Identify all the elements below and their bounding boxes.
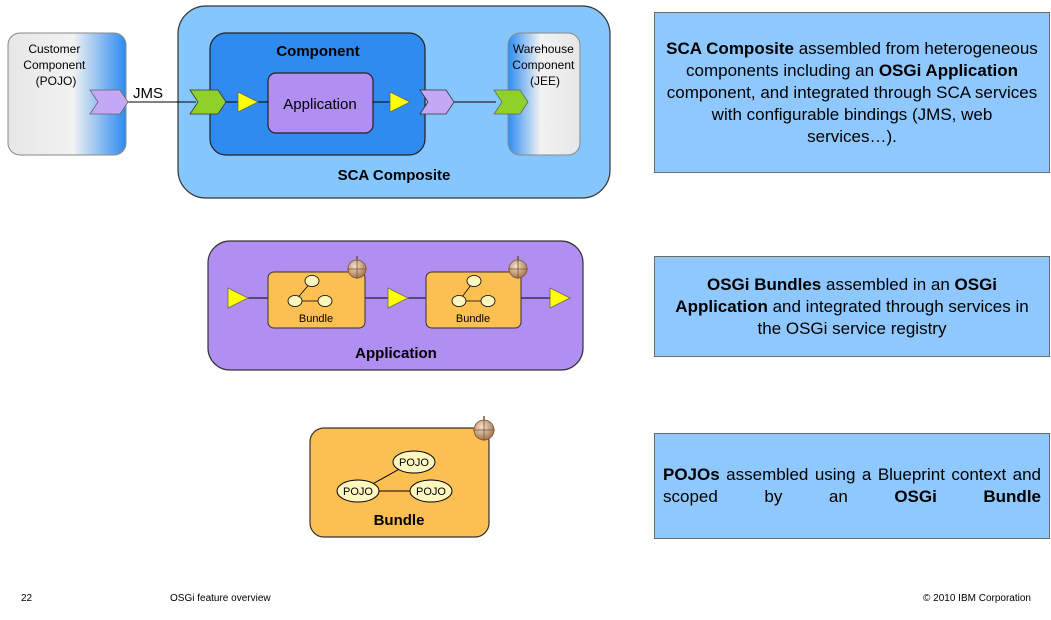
app-output-arrow (549, 287, 571, 309)
callout-text-segment: and integrated through services in the O… (757, 296, 1029, 338)
customer-line-2: Component (23, 58, 86, 72)
app-middle-arrow (387, 287, 409, 309)
application-title: Application (355, 345, 437, 362)
callout-osgi-application-text: OSGi Bundles assembled in an OSGi Applic… (665, 274, 1039, 340)
callout-bold-term: OSGi Application (675, 274, 998, 316)
customer-line-3: (POJO) (36, 74, 77, 88)
customer-reference-chevron (89, 89, 129, 115)
warehouse-service-chevron (493, 89, 529, 115)
application-inner-box (267, 72, 374, 134)
warehouse-component-label: Warehouse Component (JEE) (512, 42, 577, 88)
application-inner-label: Application (283, 96, 356, 113)
callout-bold-term: OSGi Bundle (894, 487, 1041, 506)
customer-component-box (7, 32, 127, 156)
warehouse-line-2: Component (512, 58, 575, 72)
bundle-1-label: Bundle (299, 313, 333, 325)
sca-composite-label: SCA Composite (338, 167, 451, 184)
pojo-node-left-shape (336, 479, 380, 503)
big-bundle-globe-icon (473, 416, 495, 441)
callout-text-segment: component, and integrated through SCA se… (666, 82, 1038, 146)
component-internal-arrow-1 (237, 91, 259, 113)
pojo-node-top-shape (392, 450, 436, 474)
bundle-box-2 (425, 271, 522, 329)
bundle-1-globe-icon (347, 256, 367, 279)
callout-osgi-application: OSGi Bundles assembled in an OSGi Applic… (654, 256, 1050, 357)
callout-bold-term: POJOs (663, 465, 720, 484)
app-input-arrow (227, 287, 249, 309)
callout-sca-composite: SCA Composite assembled from heterogeneo… (654, 12, 1050, 173)
pojo-node-right-shape (409, 479, 453, 503)
customer-component-label: Customer Component (POJO) (23, 42, 88, 88)
pojo-node-left-label: POJO (343, 486, 373, 498)
callout-text-segment: assembled in an (821, 274, 955, 294)
callout-text-segment: assembled from heterogeneous components … (686, 38, 1038, 80)
warehouse-line-1: Warehouse (513, 42, 574, 56)
jms-label: JMS (133, 85, 163, 102)
pojo-node-top-label: POJO (399, 457, 429, 469)
footer-title: OSGi feature overview (170, 593, 271, 604)
application-output-arrow (389, 91, 411, 113)
pojo-node-right-label: POJO (416, 486, 446, 498)
callout-bold-term: SCA Composite (666, 38, 794, 58)
bundle-2-globe-icon (508, 256, 528, 279)
component-service-chevron (189, 89, 227, 115)
footer-copyright: © 2010 IBM Corporation (923, 593, 1031, 604)
callout-text-segment: assembled using a Blueprint context and … (663, 465, 1041, 506)
bundle-2-label: Bundle (456, 313, 490, 325)
bundle-1-pojo-graph (287, 275, 333, 307)
callout-bold-term: OSGi Bundles (706, 274, 822, 294)
page-number: 22 (21, 593, 33, 604)
warehouse-line-3: (JEE) (530, 74, 560, 88)
component-title: Component (276, 43, 359, 60)
component-reference-chevron (419, 89, 455, 115)
callout-osgi-bundle: POJOs assembled using a Blueprint contex… (654, 433, 1050, 539)
callout-osgi-bundle-text: POJOs assembled using a Blueprint contex… (663, 464, 1041, 508)
big-bundle-box (309, 427, 490, 538)
big-bundle-title: Bundle (374, 512, 425, 529)
customer-line-1: Customer (28, 42, 80, 56)
bundle-2-pojo-graph (451, 275, 496, 307)
callout-sca-composite-text: SCA Composite assembled from heterogeneo… (665, 38, 1039, 148)
bundle-box-1 (267, 271, 366, 329)
callout-bold-term: OSGi Application (878, 60, 1018, 80)
